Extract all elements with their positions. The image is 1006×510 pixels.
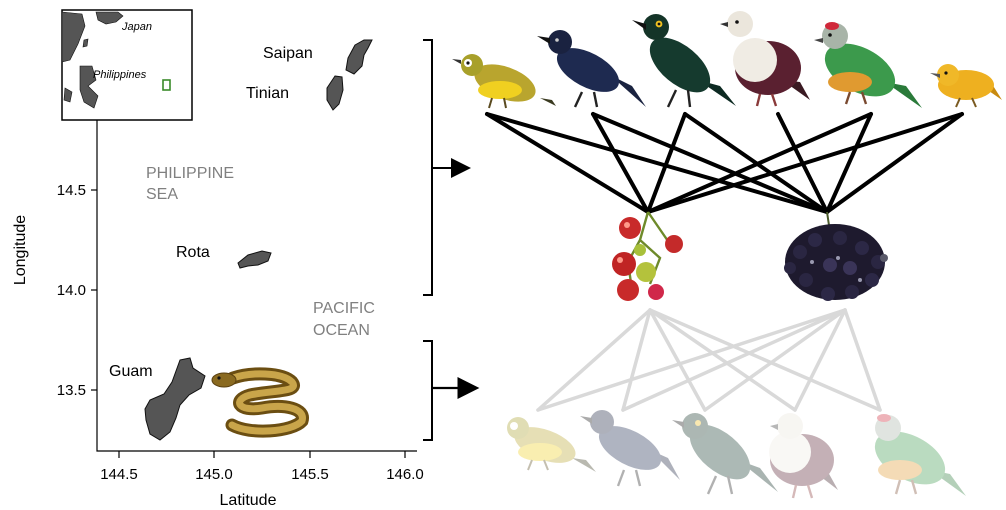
sea-label-pacific: PACIFIC: [313, 300, 375, 317]
faded-fruit-dove-bird-icon: [874, 414, 966, 496]
dark-berry-cluster-icon: [784, 211, 888, 301]
x-tick-label: 145.5: [291, 466, 329, 483]
lower-bracket: [423, 340, 433, 441]
faded-crow-bird-icon: [580, 410, 680, 487]
ground-dove-bird-icon: [720, 11, 810, 107]
sea-label-pacific: OCEAN: [313, 322, 370, 339]
inset-label-philippines: Philippines: [93, 69, 147, 81]
tinian-island: [326, 75, 344, 111]
island-label-tinian: Tinian: [246, 85, 289, 102]
island-label-saipan: Saipan: [263, 45, 313, 62]
faded-starling-bird-icon: [672, 413, 778, 495]
sea-label-philippine: SEA: [146, 186, 178, 203]
crow-bird-icon: [537, 30, 646, 108]
inset-map: Japan Philippines: [61, 9, 193, 121]
inset-highlight-box: [162, 79, 171, 91]
island-label-guam: Guam: [109, 363, 153, 380]
saipan-island: [345, 39, 373, 75]
y-tick-label: 13.5: [57, 382, 86, 399]
y-tick-label: 14.0: [57, 282, 86, 299]
map-frame: [96, 120, 417, 452]
x-tick-label: 144.5: [100, 466, 138, 483]
intact-network-links: [485, 112, 964, 214]
sea-label-philippine: PHILIPPINE: [146, 165, 234, 182]
fruit-dove-bird-icon: [814, 22, 922, 108]
island-label-rota: Rota: [176, 244, 210, 261]
faded-birds: [507, 410, 966, 499]
faded-white-eye-bird-icon: [507, 417, 596, 472]
x-axis-title: Latitude: [220, 492, 277, 509]
white-eye-bird-icon: [452, 54, 556, 109]
brown-tree-snake-icon: [211, 367, 309, 438]
upper-bracket: [423, 39, 433, 296]
bracket-arrows: [423, 39, 480, 441]
inset-label-japan: Japan: [121, 21, 152, 33]
y-tick-label: 14.5: [57, 182, 86, 199]
red-fruit-cluster-icon: [612, 211, 683, 301]
map-panel: 14.5 14.0 13.5 144.5 145.0 145.5 146.0 L…: [12, 9, 424, 509]
starling-bird-icon: [632, 14, 736, 108]
faded-network-links: [536, 308, 882, 412]
x-tick-label: 146.0: [386, 466, 424, 483]
golden-white-eye-bird-icon: [930, 64, 1002, 108]
faded-ground-dove-bird-icon: [769, 413, 838, 499]
x-tick-label: 145.0: [195, 466, 233, 483]
guam-island: [144, 357, 206, 441]
rota-island: [237, 250, 272, 269]
y-axis-title: Longitude: [12, 215, 29, 285]
